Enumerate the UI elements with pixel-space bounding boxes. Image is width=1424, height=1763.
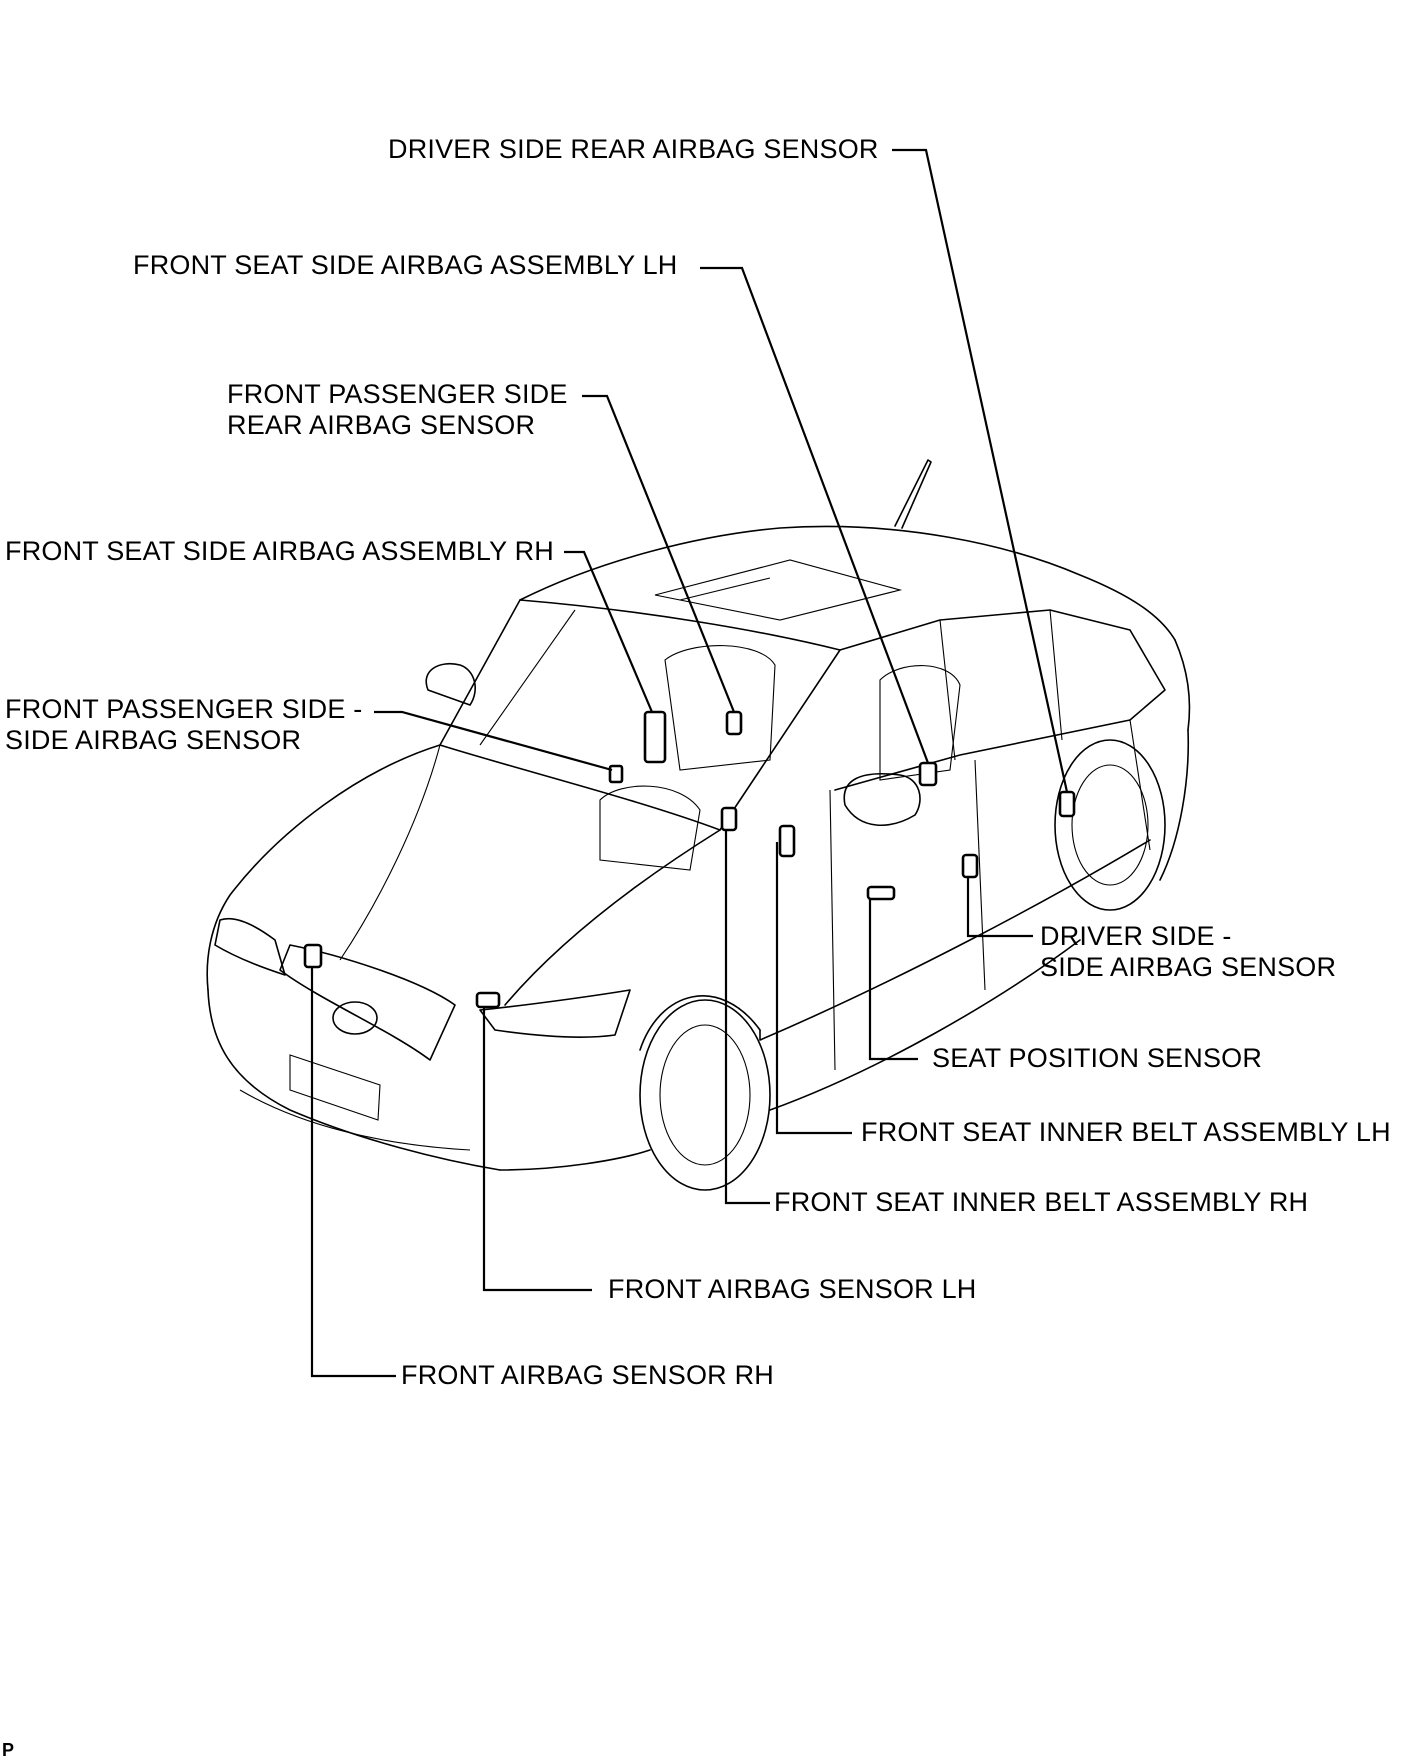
front-seat-side-airbag-assembly-rh-marker (643, 710, 667, 764)
label-front-passenger-side-rear-airbag-sensor: FRONT PASSENGER SIDE REAR AIRBAG SENSOR (227, 379, 568, 441)
seat-position-sensor-marker (866, 885, 896, 901)
corner-mark: P (2, 1740, 15, 1760)
driver-side-side-airbag-sensor-marker (961, 853, 979, 879)
label-line-1: DRIVER SIDE - (1040, 921, 1232, 951)
front-airbag-sensor-rh-marker (303, 943, 323, 969)
driver-side-rear-airbag-sensor-marker (1058, 790, 1076, 818)
front-passenger-side-rear-airbag-sensor-marker (725, 710, 743, 736)
front-airbag-sensor-lh-marker (475, 991, 501, 1009)
leader-front-airbag-sensor-rh (310, 967, 396, 1378)
label-seat-position-sensor: SEAT POSITION SENSOR (932, 1043, 1263, 1073)
leader-front-seat-inner-belt-assembly-rh (724, 830, 770, 1205)
leader-driver-side-side-airbag-sensor (966, 877, 1033, 938)
front-seat-side-airbag-assembly-lh-marker (918, 761, 938, 787)
label-line-2: REAR AIRBAG SENSOR (227, 410, 536, 440)
label-line-2: SIDE AIRBAG SENSOR (5, 725, 302, 755)
front-passenger-side-side-airbag-sensor-marker (608, 764, 624, 784)
leader-front-seat-side-airbag-assembly-lh (700, 266, 930, 764)
leader-front-airbag-sensor-lh (482, 1007, 592, 1292)
label-front-seat-inner-belt-assembly-rh: FRONT SEAT INNER BELT ASSEMBLY RH (774, 1187, 1309, 1217)
label-driver-side-side-airbag-sensor: DRIVER SIDE - SIDE AIRBAG SENSOR (1040, 921, 1336, 983)
sensor-markers (303, 710, 1076, 1009)
car-body-outline (206, 459, 1191, 1191)
label-line-1: FRONT PASSENGER SIDE (227, 379, 568, 409)
label-front-passenger-side-side-airbag-sensor: FRONT PASSENGER SIDE - SIDE AIRBAG SENSO… (5, 694, 362, 756)
label-front-seat-side-airbag-assembly-lh: FRONT SEAT SIDE AIRBAG ASSEMBLY LH (133, 250, 678, 280)
label-driver-side-rear-airbag-sensor: DRIVER SIDE REAR AIRBAG SENSOR (388, 134, 879, 164)
label-line-2: SIDE AIRBAG SENSOR (1040, 952, 1337, 982)
label-front-airbag-sensor-rh: FRONT AIRBAG SENSOR RH (401, 1360, 774, 1390)
leader-front-seat-side-airbag-assembly-rh (564, 550, 654, 713)
leader-front-seat-inner-belt-assembly-lh (775, 842, 852, 1135)
label-front-seat-side-airbag-assembly-rh: FRONT SEAT SIDE AIRBAG ASSEMBLY RH (5, 536, 554, 566)
leader-front-passenger-side-side-airbag-sensor (374, 710, 613, 772)
front-seat-inner-belt-assembly-rh-marker (720, 806, 738, 832)
leader-front-passenger-side-rear-airbag-sensor (582, 394, 736, 713)
leader-seat-position-sensor (868, 899, 918, 1061)
label-line-1: FRONT PASSENGER SIDE - (5, 694, 363, 724)
leader-lines (310, 148, 1069, 1378)
front-seat-inner-belt-assembly-lh-marker (778, 824, 796, 858)
label-front-seat-inner-belt-assembly-lh: FRONT SEAT INNER BELT ASSEMBLY LH (861, 1117, 1391, 1147)
label-front-airbag-sensor-lh: FRONT AIRBAG SENSOR LH (608, 1274, 977, 1304)
leader-driver-side-rear-airbag-sensor (892, 148, 1069, 793)
